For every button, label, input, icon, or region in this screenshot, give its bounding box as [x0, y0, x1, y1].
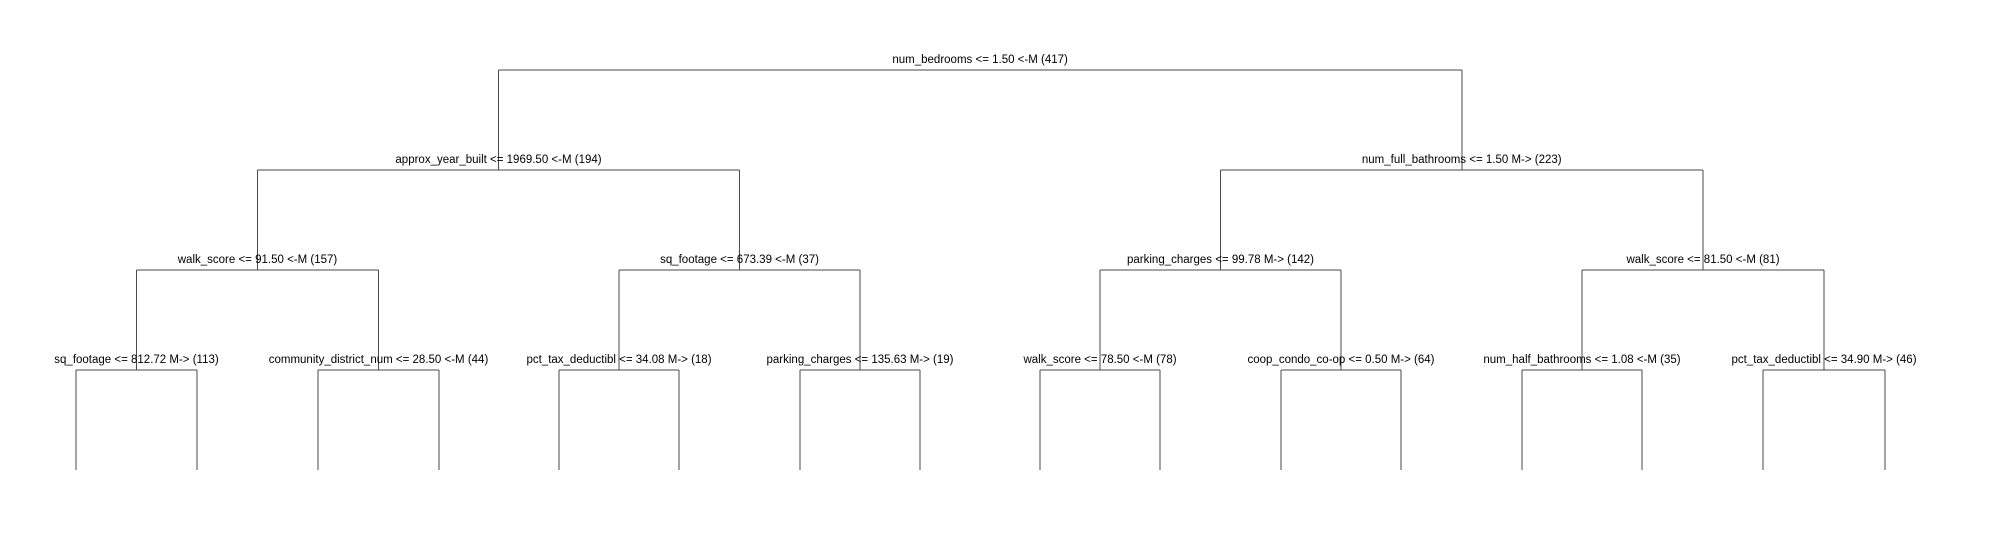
tree-node-label: community_district_num <= 28.50 <-M (44) — [269, 354, 489, 366]
tree-node-label: parking_charges <= 99.78 M-> (142) — [1127, 254, 1314, 266]
tree-node-label: parking_charges <= 135.63 M-> (19) — [767, 354, 954, 366]
tree-node-label: sq_footage <= 812.72 M-> (113) — [54, 354, 219, 366]
tree-node-label: walk_score <= 78.50 <-M (78) — [1022, 354, 1176, 366]
tree-node-label: sq_footage <= 673.39 <-M (37) — [660, 254, 819, 266]
tree-edges — [75, 69, 1886, 470]
tree-node-label: walk_score <= 81.50 <-M (81) — [1625, 254, 1779, 266]
tree-node-label: num_full_bathrooms <= 1.50 M-> (223) — [1362, 154, 1562, 166]
tree-node-label: approx_year_built <= 1969.50 <-M (194) — [395, 154, 601, 166]
tree-node-label: walk_score <= 91.50 <-M (157) — [177, 254, 338, 266]
tree-labels: sq_footage <= 812.72 M-> (113) community_… — [54, 54, 1916, 366]
tree-node-label: num_bedrooms <= 1.50 <-M (417) — [892, 54, 1068, 66]
tree-node-label: coop_condo_co-op <= 0.50 M-> (64) — [1248, 354, 1435, 366]
tree-node-label: pct_tax_deductibl <= 34.90 M-> (46) — [1731, 354, 1916, 366]
tree-node-label: pct_tax_deductibl <= 34.08 M-> (18) — [526, 354, 711, 366]
tree-node-label: num_half_bathrooms <= 1.08 <-M (35) — [1483, 354, 1680, 366]
